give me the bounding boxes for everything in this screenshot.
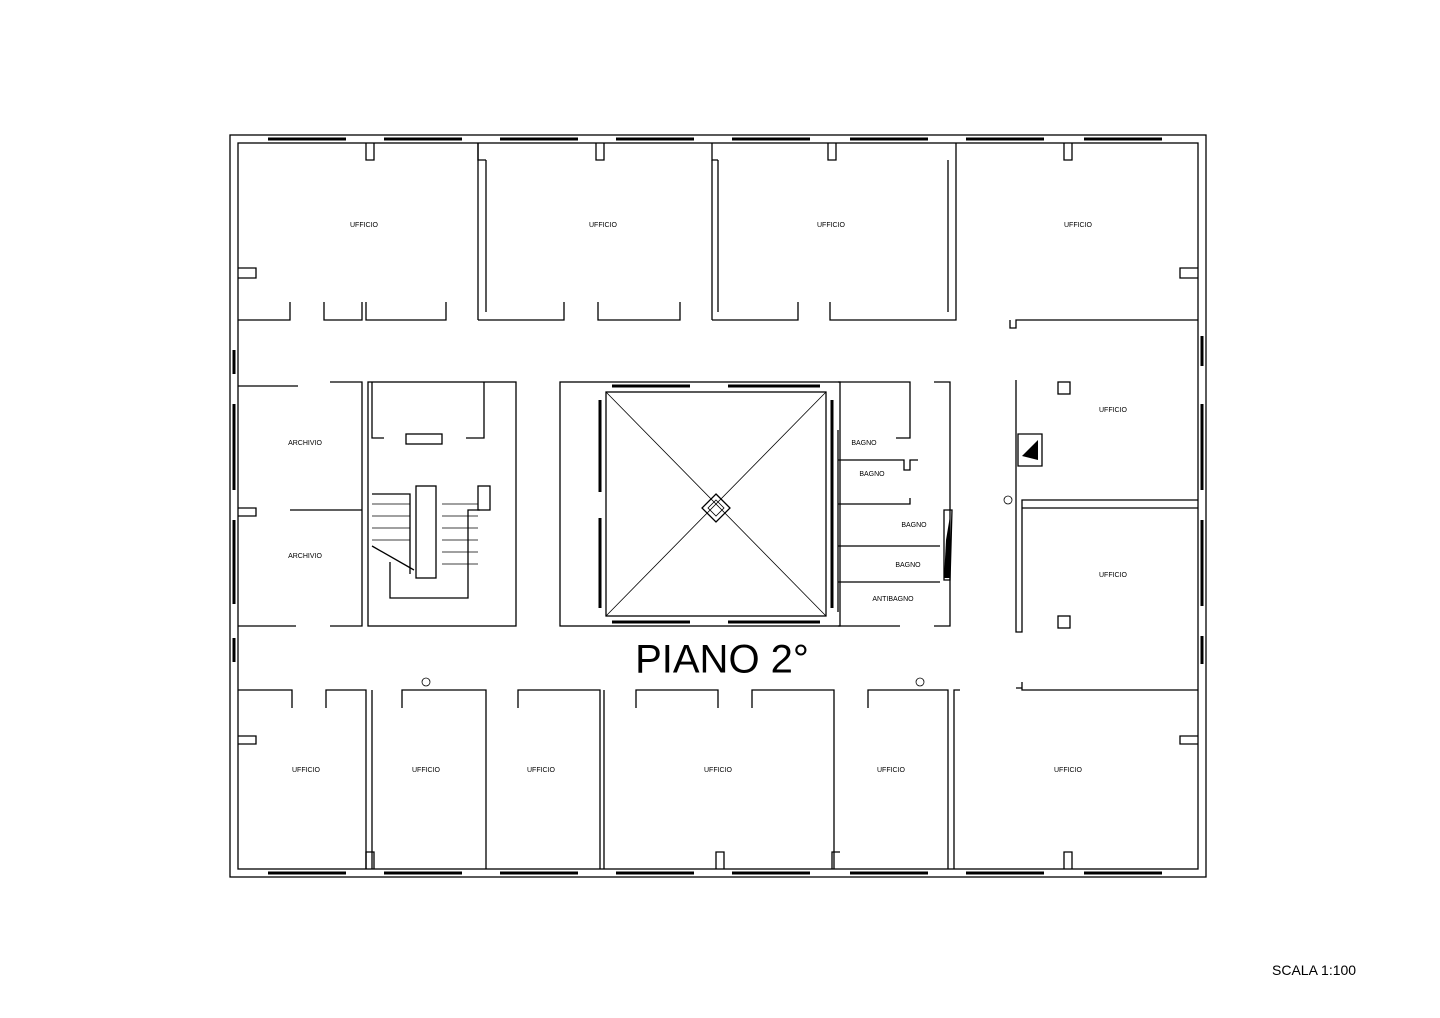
room-label-bagno: BAGNO	[901, 522, 927, 529]
room-label-ufficio: UFFICIO	[412, 767, 441, 774]
room-label-bagno: BAGNO	[895, 562, 921, 569]
left-core-walls	[238, 381, 517, 627]
floor-title: PIANO 2°	[635, 638, 809, 682]
room-label-ufficio: UFFICIO	[292, 767, 321, 774]
room-label-bagno: BAGNO	[851, 440, 877, 447]
right-offices-walls	[1003, 380, 1198, 691]
room-label-ufficio: UFFICIO	[1099, 572, 1128, 579]
room-label-archivio: ARCHIVIO	[288, 553, 322, 560]
windows-sides	[232, 336, 1204, 664]
room-label-ufficio: UFFICIO	[1054, 767, 1083, 774]
outer-walls	[229, 134, 1207, 878]
room-labels: UFFICIO UFFICIO UFFICIO UFFICIO UFFICIO …	[288, 222, 1127, 774]
room-label-antibagno: ANTIBAGNO	[872, 596, 914, 603]
room-label-ufficio: UFFICIO	[1099, 407, 1128, 414]
atrium	[559, 381, 841, 627]
bathrooms	[837, 381, 953, 627]
room-label-bagno: BAGNO	[859, 471, 885, 478]
top-offices-walls	[238, 143, 1198, 329]
bottom-offices-walls	[238, 677, 1198, 869]
room-label-ufficio: UFFICIO	[350, 222, 379, 229]
scale-label: SCALA 1:100	[1272, 962, 1357, 978]
room-label-ufficio: UFFICIO	[817, 222, 846, 229]
room-label-ufficio: UFFICIO	[527, 767, 556, 774]
room-label-ufficio: UFFICIO	[877, 767, 906, 774]
room-label-ufficio: UFFICIO	[704, 767, 733, 774]
room-label-ufficio: UFFICIO	[589, 222, 618, 229]
room-label-archivio: ARCHIVIO	[288, 440, 322, 447]
room-label-ufficio: UFFICIO	[1064, 222, 1093, 229]
